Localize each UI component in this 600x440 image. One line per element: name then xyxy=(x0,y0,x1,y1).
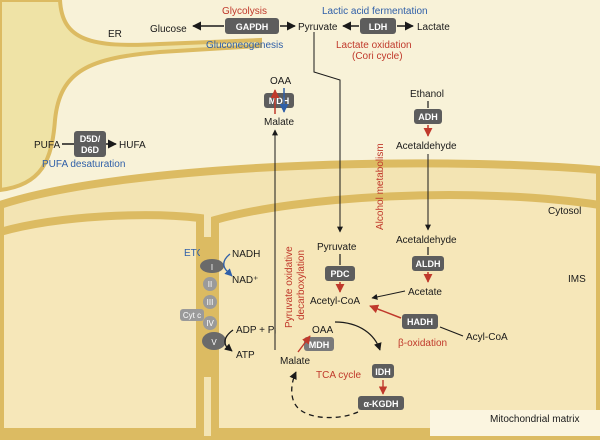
tca-oaa-label: OAA xyxy=(312,325,333,336)
ldh-box xyxy=(360,18,396,34)
pufa-desaturation-label: PUFA desaturation xyxy=(42,159,125,170)
idh-label: IDH xyxy=(375,367,391,377)
tca-mdh-box xyxy=(304,337,334,351)
pyruvate-oxidative-label: Pyruvate oxidative xyxy=(284,246,295,328)
cytosol-label: Cytosol xyxy=(548,206,581,217)
nad-label: NAD⁺ xyxy=(232,275,258,286)
oaa-shuttle-label: OAA xyxy=(270,76,291,87)
complex-i-label: I xyxy=(211,263,213,272)
pdc-label: PDC xyxy=(330,269,350,279)
er-label: ER xyxy=(108,29,122,40)
complex-iv-label: IV xyxy=(206,319,214,328)
acetaldehyde-mito-label: Acetaldehyde xyxy=(396,235,457,246)
cyt-c-box xyxy=(180,309,204,321)
gapdh-box xyxy=(225,18,279,34)
mito-cristae-left xyxy=(0,211,204,436)
cori-cycle-label: (Cori cycle) xyxy=(352,51,403,62)
matrix-label: Mitochondrial matrix xyxy=(490,414,579,425)
adh-box xyxy=(414,109,442,124)
etc-label: ETC xyxy=(184,248,204,259)
acetate-to-acetylcoa-arrow xyxy=(371,290,406,300)
gluconeogenesis-label: Gluconeogenesis xyxy=(206,40,283,51)
complex-ii-label: II xyxy=(208,280,212,289)
adh-label: ADH xyxy=(418,112,438,122)
akgdh-label: α-KGDH xyxy=(363,399,398,409)
mdh-shuttle-label: MDH xyxy=(269,96,290,106)
ldh-label: LDH xyxy=(369,22,388,32)
akgdh-box xyxy=(358,396,404,410)
watermark-strip xyxy=(430,410,600,436)
acetyl-coa-label: Acetyl-CoA xyxy=(310,296,360,307)
tca-mdh-label: MDH xyxy=(309,340,330,350)
tca-cycle-label: TCA cycle xyxy=(316,370,361,381)
acetate-label: Acetate xyxy=(408,287,442,298)
beta-oxidation-label: β-oxidation xyxy=(398,338,447,349)
pyruvate-cytosol-label: Pyruvate xyxy=(298,22,338,33)
lactic-fermentation-label: Lactic acid fermentation xyxy=(322,6,428,17)
ethanol-label: Ethanol xyxy=(410,89,444,100)
hufa-label: HUFA xyxy=(119,140,146,151)
aldh-label: ALDH xyxy=(416,259,441,269)
nadh-label: NADH xyxy=(232,249,260,260)
alcohol-metabolism-label: Alcohol metabolism xyxy=(375,143,386,230)
glucose-label: Glucose xyxy=(150,24,187,35)
complex-ii xyxy=(203,277,217,291)
complex-iv xyxy=(203,316,217,330)
adp-label: ADP + Pᵢ xyxy=(236,325,276,336)
lactate-oxidation-label: Lactate oxidation xyxy=(336,40,412,51)
hadh-red-arrow xyxy=(369,304,402,319)
idh-box xyxy=(372,364,394,378)
hadh-label: HADH xyxy=(407,317,433,327)
decarboxylation-label: decarboxylation xyxy=(296,250,307,320)
aldh-box xyxy=(412,256,444,271)
complex-i xyxy=(200,259,224,273)
hadh-line-in xyxy=(439,326,464,337)
er-membrane xyxy=(0,0,262,193)
complex-v xyxy=(202,332,226,350)
pyruvate-import-line xyxy=(313,32,343,233)
mito-inner-membrane xyxy=(211,191,600,436)
d6d-label: D6D xyxy=(81,145,100,155)
acyl-coa-label: Acyl-CoA xyxy=(466,332,508,343)
cyt-c-label: Cyt c xyxy=(183,311,201,320)
complex-iii xyxy=(203,295,217,309)
adp-arrow xyxy=(224,329,234,352)
complex-v-label: V xyxy=(211,338,217,347)
pufa-label: PUFA xyxy=(34,140,60,151)
lactate-label: Lactate xyxy=(417,22,450,33)
tca-mdh-arrow xyxy=(297,335,311,353)
pyruvate-mito-label: Pyruvate xyxy=(317,242,357,253)
atp-label: ATP xyxy=(236,350,255,361)
nadh-arrow xyxy=(223,253,233,277)
ims-label: IMS xyxy=(568,274,586,285)
tca-malate-label: Malate xyxy=(280,356,310,367)
pdc-box xyxy=(325,266,355,281)
hadh-box xyxy=(402,314,438,329)
d5d-label: D5D/ xyxy=(80,134,101,144)
complex-iii-label: III xyxy=(207,298,214,307)
tca-arc-1 xyxy=(334,321,382,351)
d5d-d6d-box xyxy=(74,131,106,157)
glycolysis-label: Glycolysis xyxy=(222,6,267,17)
gapdh-label: GAPDH xyxy=(236,22,269,32)
acetaldehyde-cytosol-label: Acetaldehyde xyxy=(396,141,457,152)
malate-shuttle-label: Malate xyxy=(264,117,294,128)
